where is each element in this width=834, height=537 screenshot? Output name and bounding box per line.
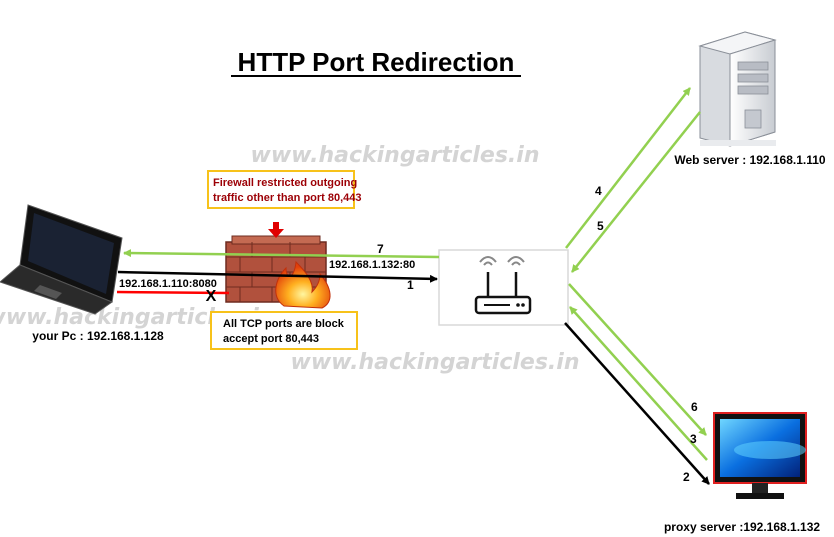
firewall-note-line1: Firewall restricted outgoing	[213, 177, 357, 189]
flow-step7-arrow	[123, 249, 440, 259]
redirect-address-label: 192.168.1.132:80	[329, 259, 415, 271]
block-note-line1: All TCP ports are block	[223, 318, 345, 330]
watermark-bottom: www.hackingarticles.in	[291, 350, 580, 375]
flow-step4-arrow	[565, 87, 691, 249]
firewall-note-box	[207, 170, 355, 209]
laptop-icon	[0, 204, 123, 315]
flow-step6-arrow	[568, 283, 707, 436]
step-label-3: 3	[690, 432, 697, 446]
firewall-note-line2: traffic other than port 80,443	[213, 192, 362, 204]
fire-icon	[275, 260, 331, 309]
blocked-flow-line	[116, 290, 230, 295]
blocked-address-label: 192.168.1.110:8080	[119, 278, 217, 290]
alert-arrow-icon	[268, 222, 284, 238]
router-icon	[474, 256, 532, 315]
step-label-4: 4	[595, 184, 602, 198]
watermark-top: www.hackingarticles.in	[251, 143, 540, 168]
web-server-label: Web server : 192.168.1.110	[674, 153, 826, 167]
step-label-5: 5	[597, 219, 604, 233]
step-label-7: 7	[377, 242, 384, 256]
flow-step1-arrow	[117, 270, 438, 283]
proxy-server-label: proxy server :192.168.1.132	[664, 520, 820, 534]
server-tower-icon	[698, 31, 777, 147]
block-note-box	[210, 311, 358, 350]
flow-step3-arrow	[569, 306, 708, 461]
flow-step2-arrow	[564, 322, 710, 485]
monitor-icon	[713, 412, 807, 499]
step-label-1: 1	[407, 278, 414, 292]
pc-label: your Pc : 192.168.1.128	[32, 329, 164, 343]
diagram-title: HTTP Port Redirection	[238, 47, 515, 77]
blocked-mark: X	[206, 288, 217, 305]
block-note-line2: accept port 80,443	[223, 333, 319, 345]
step-label-2: 2	[683, 470, 690, 484]
flow-step5-arrow	[571, 111, 701, 273]
step-label-6: 6	[691, 400, 698, 414]
